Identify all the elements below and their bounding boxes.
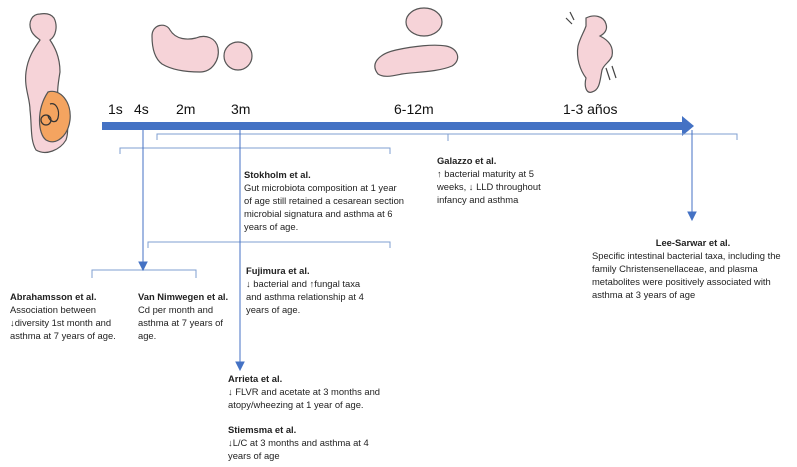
study-title: Van Nimwegen et al. [138,291,229,302]
study-title: Stokholm et al. [244,169,311,180]
timeline-axis [102,116,694,136]
timeline-label-2m: 2m [176,101,196,117]
timeline-label-1-3-anos: 1-3 años [563,101,618,117]
walking-toddler-illustration [565,11,617,93]
study-card-van-nimwegen: Van Nimwegen et al. Cd per month and ast… [138,290,234,342]
study-title: Abrahamsson et al. [10,291,97,302]
study-body: ↑ bacterial maturity at 5 weeks, ↓ LLD t… [437,168,541,205]
study-body: Cd per month and asthma at 7 years of ag… [138,304,223,341]
study-title: Galazzo et al. [437,155,497,166]
study-card-fujimura: Fujimura et al. ↓ bacterial and ↑fungal … [246,264,364,316]
study-body: Gut microbiota composition at 1 year of … [244,182,404,232]
study-body: ↓ FLVR and acetate at 3 months and atopy… [228,386,380,410]
pregnant-mother-illustration [24,13,71,153]
study-card-galazzo: Galazzo et al. ↑ bacterial maturity at 5… [437,154,555,206]
study-body: Association between ↓diversity 1st month… [10,304,116,341]
study-card-stokholm: Stokholm et al. Gut microbiota compositi… [244,168,404,233]
leader-arrows [138,130,697,372]
crawling-infant-illustration [374,7,459,77]
study-body: Specific intestinal bacterial taxa, incl… [592,250,781,300]
study-card-arrieta: Arrieta et al. ↓ FLVR and acetate at 3 m… [228,372,396,411]
timeline-label-4s: 4s [134,101,149,117]
study-card-lee-sarwar: Lee-Sarwar et al. Specific intestinal ba… [592,236,794,301]
study-title: Fujimura et al. [246,265,310,276]
study-title: Lee-Sarwar et al. [655,237,731,248]
study-card-abrahamsson: Abrahamsson et al. Association between ↓… [10,290,130,342]
study-body: ↓L/C at 3 months and asthma at 4 years o… [228,437,369,461]
timeline-label-6-12m: 6-12m [394,101,434,117]
period-brackets [91,133,738,278]
lying-baby-illustration [151,24,253,73]
timeline-label-1s: 1s [108,101,123,117]
study-body: ↓ bacterial and ↑fungal taxa and asthma … [246,278,364,315]
study-card-stiemsma: Stiemsma et al. ↓L/C at 3 months and ast… [228,423,384,462]
study-title: Stiemsma et al. [228,424,297,435]
timeline-label-3m: 3m [231,101,251,117]
study-title: Arrieta et al. [228,373,283,384]
